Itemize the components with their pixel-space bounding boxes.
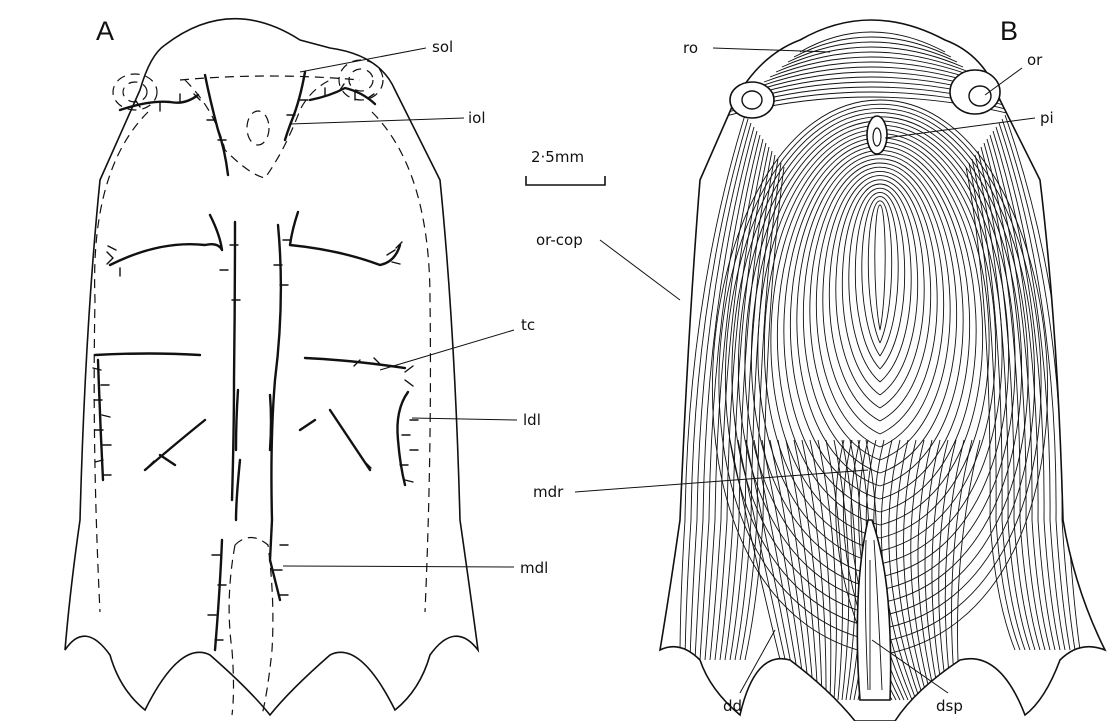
oblique-lines-a <box>145 410 370 470</box>
label-ldl: ldl <box>523 411 541 429</box>
striation-posterior-right <box>918 440 936 700</box>
leader-iol <box>290 118 464 124</box>
label-mdr: mdr <box>533 483 564 501</box>
dorsal-spine-b <box>857 520 890 700</box>
striation-loop <box>868 201 891 343</box>
label-mdl: mdl <box>520 559 548 577</box>
striation-loop <box>862 197 898 356</box>
striation-posterior-right <box>958 440 981 700</box>
striation-lateral-right <box>975 155 1030 650</box>
striation-loop <box>803 159 956 473</box>
label-or-cop: or-cop <box>536 231 583 249</box>
orbit-left-a-inner <box>123 82 147 102</box>
striation-loop <box>810 163 950 460</box>
striation-posterior-left <box>794 440 822 700</box>
scale-bar: 2·5mm <box>526 148 605 185</box>
label-sol: sol <box>432 38 453 56</box>
striation-loop <box>875 205 885 330</box>
lateral-dorsal-line-a-l <box>98 360 103 480</box>
striation-lateral-right <box>993 131 1060 650</box>
label-ro: ro <box>683 39 698 57</box>
scale-bar-line <box>526 176 605 185</box>
striation-loop <box>842 184 917 395</box>
panel-a: A sol iol tc ldl mdl <box>65 16 548 715</box>
label-pi: pi <box>1040 109 1054 127</box>
striation-posterior-right <box>939 440 956 700</box>
leader-ldl <box>412 418 517 420</box>
leader-mdl <box>283 566 514 567</box>
striation-posterior-right <box>896 440 924 700</box>
supraorbital-line-a <box>205 75 228 175</box>
striation-loop <box>816 167 943 447</box>
orbit-right-a-inner <box>349 69 373 91</box>
panel-label-b: B <box>1000 16 1018 46</box>
transverse-commissure-a-1r <box>290 212 400 265</box>
dorsal-field-boundary-a <box>94 112 430 612</box>
rostral-boundary-a <box>180 76 360 178</box>
orbit-right-b-inner <box>969 86 991 106</box>
label-tc: tc <box>521 316 535 334</box>
striation-posterior-right <box>952 440 972 700</box>
label-dd: dd <box>723 697 742 715</box>
striation-loop <box>777 142 982 525</box>
pineal-a <box>247 111 269 145</box>
leader-sol <box>300 48 426 72</box>
shield-outline-a <box>65 19 478 715</box>
striation-loop <box>849 188 911 382</box>
lateral-dorsal-line-a-r <box>397 392 408 485</box>
label-or: or <box>1027 51 1043 69</box>
transverse-commissure-a-2l <box>95 354 200 356</box>
striation-loop <box>797 155 963 486</box>
striation-lateral-left <box>695 127 754 660</box>
median-plate-a <box>229 538 273 716</box>
median-lines-a <box>236 390 271 520</box>
canal-twigs-a <box>93 84 418 640</box>
transverse-commissure-a-1l <box>110 215 222 265</box>
leader-or-cop <box>600 240 680 300</box>
panel-b: B ro or pi or-cop mdr dd dsp <box>533 16 1105 721</box>
label-dsp: dsp <box>936 697 963 715</box>
panel-label-a: A <box>96 16 114 46</box>
infraorbital-line-a-r <box>310 88 375 104</box>
striation-loop <box>751 125 1008 577</box>
striation-loop <box>829 176 930 421</box>
leader-tc <box>380 330 514 370</box>
label-iol: iol <box>468 109 486 127</box>
scale-bar-label: 2·5mm <box>531 148 584 166</box>
pineal-b-inner <box>873 128 881 146</box>
orbit-left-b-inner <box>742 91 762 109</box>
